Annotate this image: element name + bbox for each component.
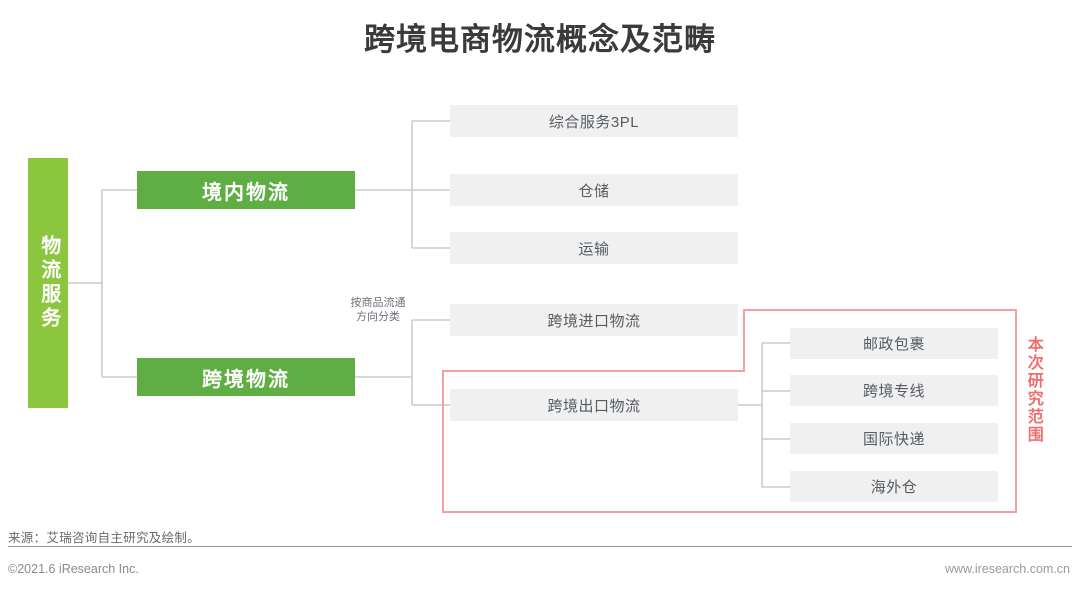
node-domestic-logistics[interactable]: 境内物流 bbox=[137, 171, 355, 209]
scope-outline bbox=[442, 309, 1017, 513]
node-integrated-service-3pl[interactable]: 综合服务3PL bbox=[450, 105, 738, 137]
website-url: www.iresearch.com.cn bbox=[944, 562, 1070, 576]
node-crossborder-dedicated-line[interactable]: 跨境专线 bbox=[790, 375, 998, 406]
node-postal-parcel[interactable]: 邮政包裹 bbox=[790, 328, 998, 359]
root-node-logistics-service[interactable]: 物流服务 bbox=[28, 158, 68, 408]
footer-divider bbox=[8, 546, 1072, 547]
annotation-classification-basis: 按商品流通方向分类 bbox=[350, 297, 406, 323]
node-warehousing[interactable]: 仓储 bbox=[450, 174, 738, 206]
node-transportation[interactable]: 运输 bbox=[450, 232, 738, 264]
source-note: 来源：艾瑞咨询自主研究及绘制。 bbox=[8, 531, 201, 545]
node-crossborder-export-logistics[interactable]: 跨境出口物流 bbox=[450, 389, 738, 421]
node-crossborder-logistics[interactable]: 跨境物流 bbox=[137, 358, 355, 396]
node-crossborder-import-logistics[interactable]: 跨境进口物流 bbox=[450, 304, 738, 336]
node-overseas-warehouse[interactable]: 海外仓 bbox=[790, 471, 998, 502]
copyright-note: ©2021.6 iResearch Inc. bbox=[8, 562, 139, 576]
node-international-express[interactable]: 国际快递 bbox=[790, 423, 998, 454]
root-node-label: 物流服务 bbox=[37, 235, 60, 331]
page-title: 跨境电商物流概念及范畴 bbox=[364, 22, 716, 57]
scope-label: 本次研究范围 bbox=[1024, 336, 1042, 444]
